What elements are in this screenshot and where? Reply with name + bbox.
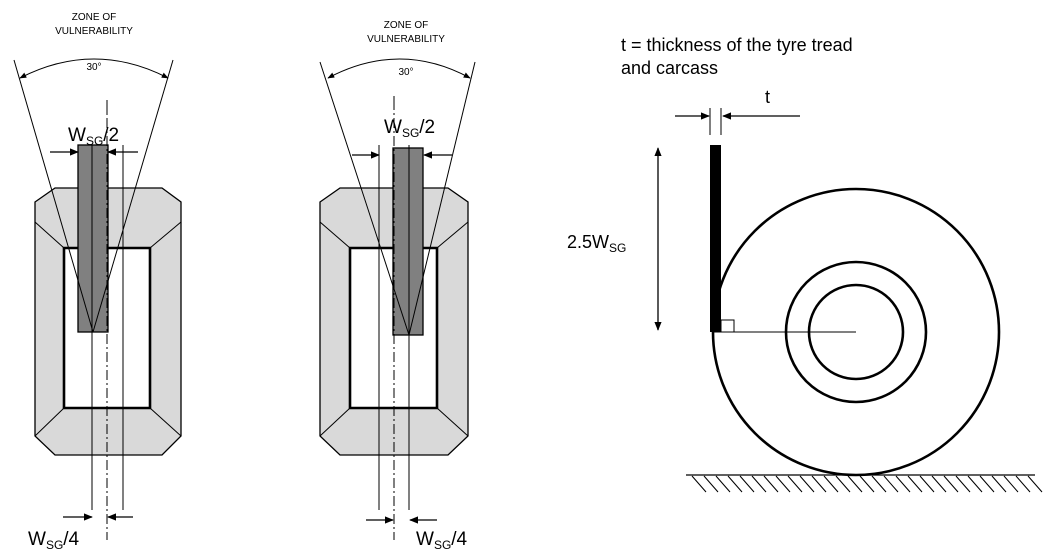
middle-guard-bar xyxy=(392,147,424,336)
hatch-line xyxy=(991,475,1007,493)
hatch-line xyxy=(775,475,791,493)
left-zone-line1: ZONE OF xyxy=(72,12,116,23)
ground-hatch xyxy=(691,475,1043,493)
hatch-line xyxy=(835,475,851,493)
middle-figure xyxy=(319,58,476,540)
hatch-line xyxy=(943,475,959,493)
hatch-line xyxy=(871,475,887,493)
hatch-line xyxy=(919,475,935,493)
left-zone-line2: VULNERABILITY xyxy=(55,26,133,37)
hatch-line xyxy=(691,475,707,493)
t-definition-line2: and carcass xyxy=(621,58,718,78)
labels: ZONE OF VULNERABILITY 30° ZONE OF VULNER… xyxy=(28,12,853,551)
hatch-line xyxy=(955,475,971,493)
hatch-line xyxy=(787,475,803,493)
hatch-line xyxy=(715,475,731,493)
hatch-line xyxy=(931,475,947,493)
middle-zone-line2: VULNERABILITY xyxy=(367,34,445,45)
hatch-line xyxy=(883,475,899,493)
hatch-line xyxy=(727,475,743,493)
hatch-line xyxy=(703,475,719,493)
middle-wsg-quarter-label: WSG/4 xyxy=(416,529,468,551)
t-definition-line1: t = thickness of the tyre tread xyxy=(621,35,853,55)
left-wsg-half-label: WSG/2 xyxy=(68,125,119,148)
hatch-line xyxy=(1003,475,1019,493)
middle-zone-line1: ZONE OF xyxy=(384,20,428,31)
hatch-line xyxy=(967,475,983,493)
hatch-line xyxy=(823,475,839,493)
hatch-line xyxy=(751,475,767,493)
t-label: t xyxy=(765,87,770,107)
hatch-line xyxy=(1015,475,1031,493)
hatch-line xyxy=(907,475,923,493)
middle-angle-label: 30° xyxy=(398,67,413,78)
hatch-line xyxy=(811,475,827,493)
hatch-line xyxy=(1027,475,1043,493)
middle-wsg-half-label: WSG/2 xyxy=(384,117,435,140)
height-label: 2.5WSG xyxy=(567,232,626,255)
hatch-line xyxy=(859,475,875,493)
tread-bar xyxy=(710,145,721,332)
left-figure xyxy=(13,58,182,540)
hatch-line xyxy=(799,475,815,493)
hatch-line xyxy=(895,475,911,493)
right-figure xyxy=(654,108,1043,493)
left-guard-bar xyxy=(77,144,109,333)
left-wsg-quarter-label: WSG/4 xyxy=(28,529,80,551)
hatch-line xyxy=(847,475,863,493)
left-angle-label: 30° xyxy=(86,62,101,73)
hatch-line xyxy=(979,475,995,493)
hatch-line xyxy=(739,475,755,493)
hatch-line xyxy=(763,475,779,493)
